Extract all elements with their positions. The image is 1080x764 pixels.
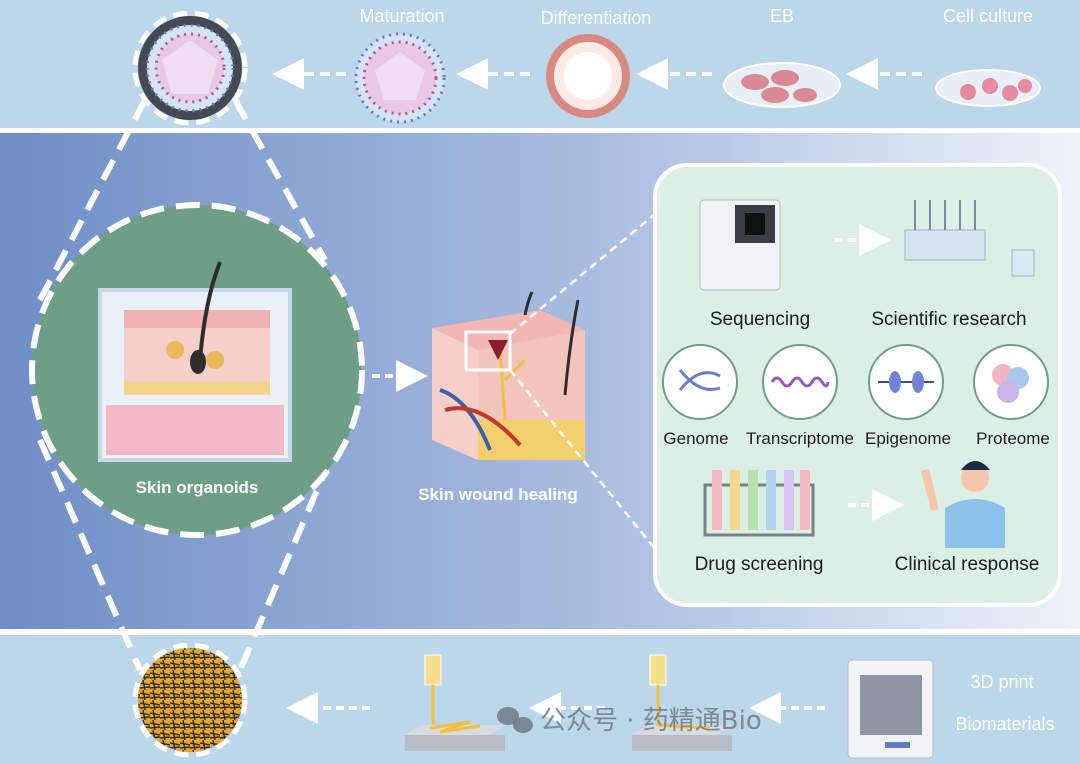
- zoom-lines: [37, 98, 333, 672]
- divider: [0, 128, 1080, 133]
- wechat-icon: [497, 707, 519, 725]
- eb-dish-icon: [723, 62, 841, 108]
- step-cell-culture: Cell culture: [943, 6, 1033, 26]
- test-tubes-icon: [703, 470, 815, 537]
- differentiation-organoid-icon: [546, 34, 630, 118]
- skin-organoids-label: Skin organoids: [136, 478, 259, 497]
- divider: [0, 629, 1080, 635]
- drug-screening-label: Drug screening: [695, 554, 824, 575]
- zoom-lines-panel: [509, 209, 661, 556]
- biomaterial-scaffold-icon: [132, 642, 248, 758]
- genome-label: Genome: [663, 429, 728, 448]
- watermark: 公众号 · 药精通Bio: [497, 706, 762, 736]
- biomaterials-label: Biomaterials: [955, 714, 1054, 734]
- clinical-response-label: Clinical response: [895, 554, 1040, 575]
- proteome-label: Proteome: [976, 429, 1050, 448]
- sequencer-icon: [699, 199, 781, 291]
- dna-icon: [662, 344, 738, 420]
- step-differentiation: Differentiation: [541, 8, 652, 28]
- lab-equipment-icon: [904, 200, 1035, 277]
- omics-icons: [662, 344, 1049, 420]
- skin-organoid-circle: [29, 202, 365, 538]
- 3d-print-label: 3D print: [970, 672, 1033, 692]
- step-eb: EB: [770, 6, 794, 26]
- skin-wound-healing-label: Skin wound healing: [418, 485, 578, 504]
- cell-culture-dish-icon: [935, 69, 1041, 107]
- patient-icon: [921, 461, 1005, 548]
- 3d-printer-icon: [847, 659, 934, 759]
- watermark-text: 公众号 · 药精通Bio: [540, 706, 762, 736]
- scientific-research-label: Scientific research: [871, 309, 1026, 330]
- transcriptome-label: Transcriptome: [746, 429, 854, 448]
- sequencing-label: Sequencing: [710, 309, 810, 330]
- step-maturation: Maturation: [359, 6, 444, 26]
- epigenome-label: Epigenome: [865, 429, 951, 448]
- rna-icon: [762, 344, 838, 420]
- mature-organoid-icon: [132, 10, 248, 126]
- printing-mesh-icon: [405, 654, 505, 751]
- maturation-organoid-icon: [354, 32, 446, 124]
- printing-line-icon: [632, 654, 732, 751]
